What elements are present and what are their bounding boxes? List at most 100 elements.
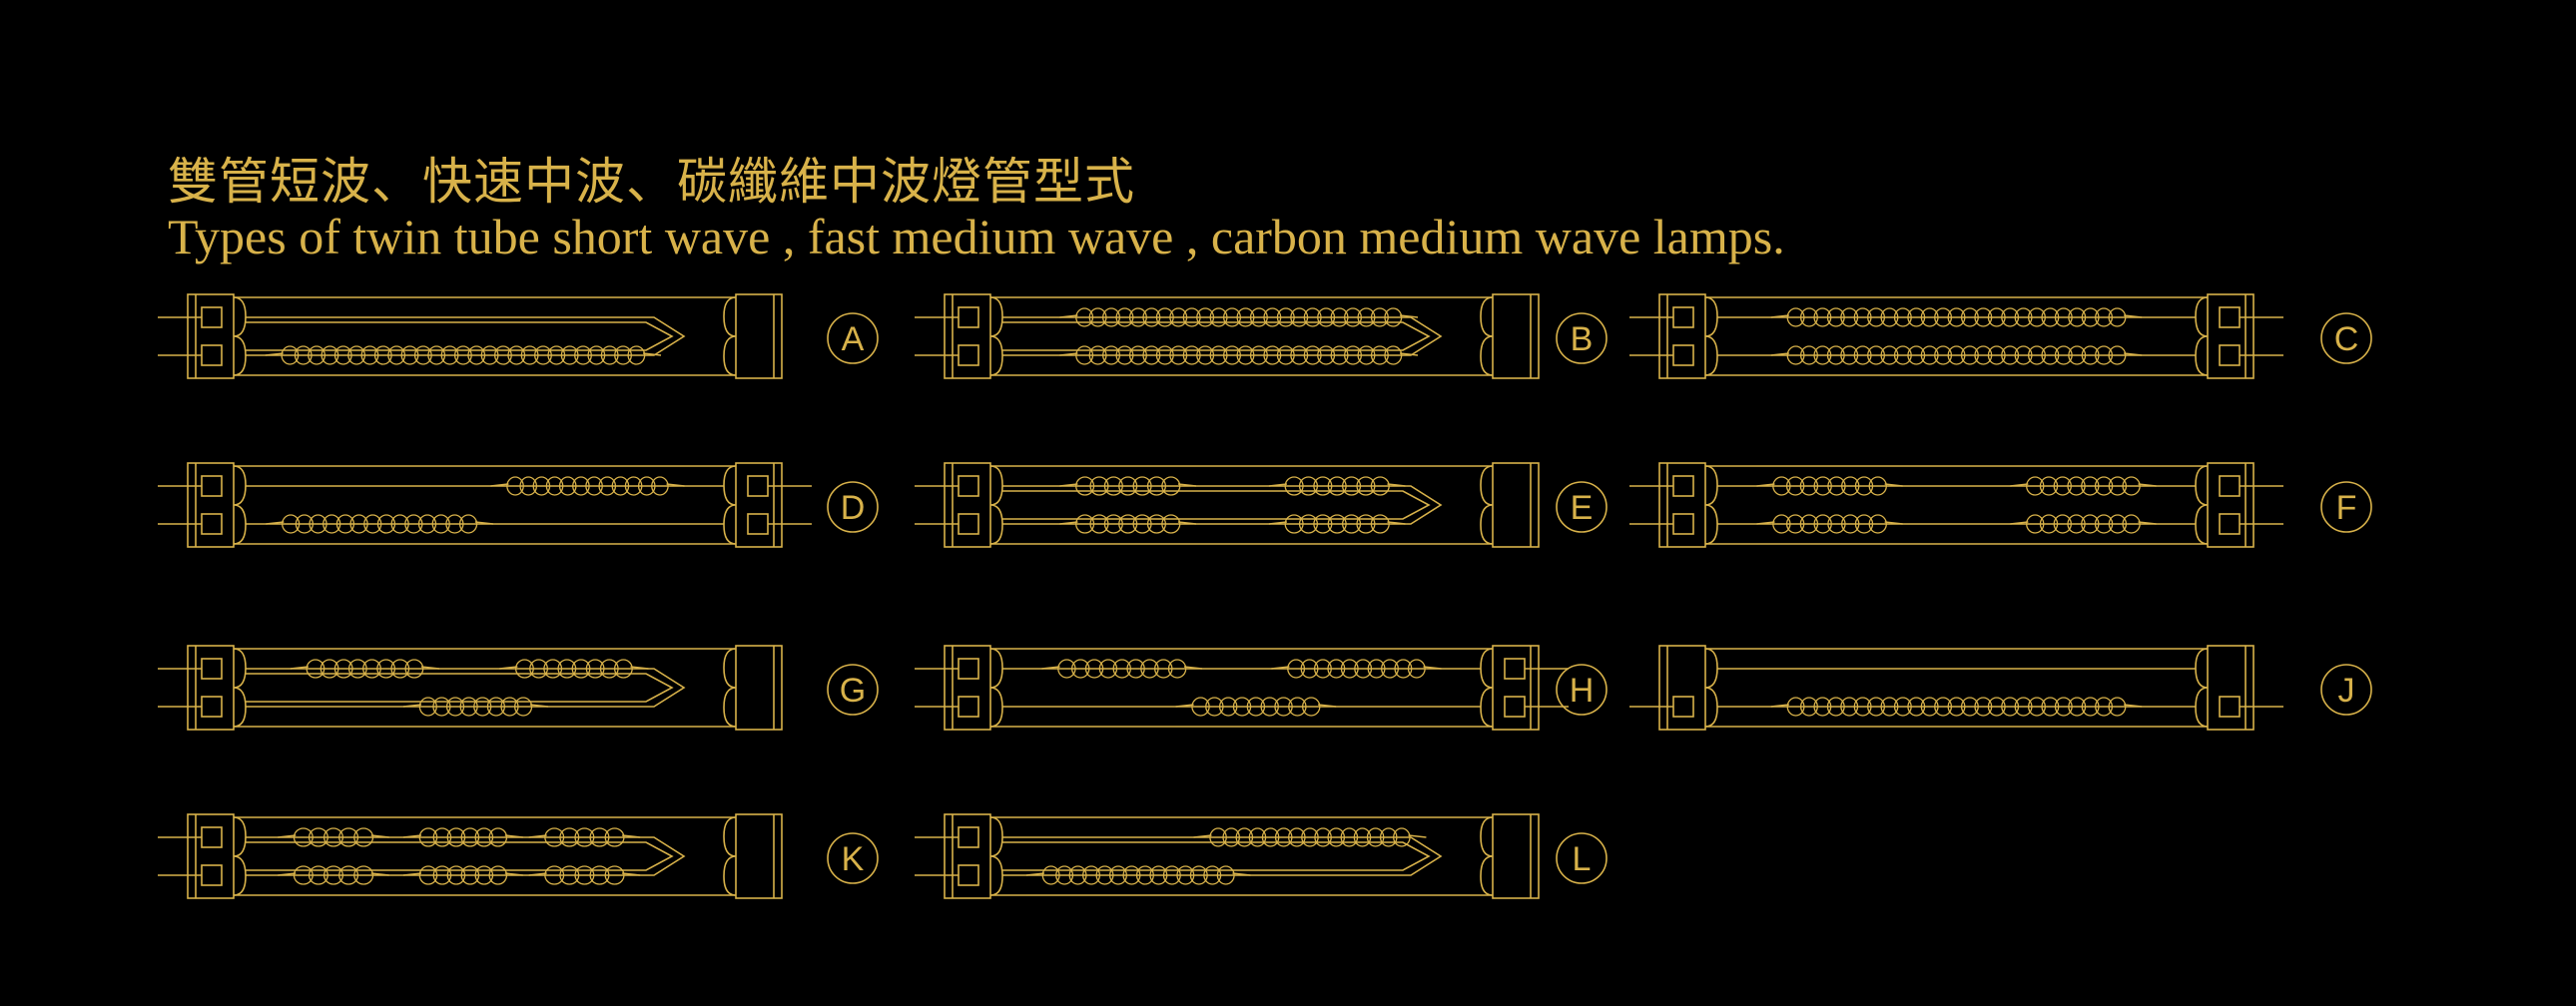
- terminal-block: [1504, 658, 1526, 680]
- coil-loop: [1868, 514, 1887, 534]
- coil-loop: [1853, 307, 1872, 327]
- terminal-block: [1672, 696, 1694, 718]
- coil-loop: [534, 345, 552, 365]
- coil-loop: [2054, 697, 2073, 717]
- coil-loop: [1284, 476, 1304, 496]
- coil-loop: [1379, 827, 1398, 847]
- coil-loop: [458, 514, 478, 534]
- coil-loop: [460, 865, 480, 885]
- coil-loop: [514, 697, 533, 717]
- coil-loop: [507, 345, 526, 365]
- coil-loop: [1276, 345, 1295, 365]
- coil-loop: [335, 514, 355, 534]
- coil-loop: [1813, 345, 1832, 365]
- coil-loop: [2108, 476, 2128, 496]
- coil-loop: [1880, 307, 1899, 327]
- coil-loop: [1799, 514, 1819, 534]
- coil-loop: [1071, 659, 1090, 679]
- lamp-label: L: [1573, 840, 1592, 878]
- coil-loop: [1947, 307, 1966, 327]
- terminal-block: [201, 864, 223, 886]
- coil-loop: [2108, 345, 2127, 365]
- coil-loop: [338, 827, 359, 847]
- right-pinch: [723, 296, 737, 376]
- coil-loop: [1298, 514, 1319, 534]
- coil-loop: [1800, 307, 1818, 327]
- coil-lead: [1059, 483, 1078, 487]
- coil-lead: [1175, 704, 1194, 708]
- coil-loop: [1799, 476, 1819, 496]
- coil-loop: [1068, 865, 1087, 885]
- coil-lead: [622, 872, 641, 876]
- coil-loop: [2039, 514, 2059, 534]
- coil-loop: [1340, 827, 1359, 847]
- coil-loop: [1235, 827, 1254, 847]
- coil-loop: [598, 476, 617, 496]
- coil-loop: [1095, 865, 1114, 885]
- coil-loop: [431, 514, 450, 534]
- filament-coil: [1268, 476, 1406, 496]
- coil-loop: [2068, 697, 2087, 717]
- coil-lead: [1399, 314, 1419, 318]
- terminal-block: [201, 696, 223, 718]
- coil-loop: [1920, 307, 1939, 327]
- filament-coil: [1756, 476, 1903, 496]
- coil-loop: [2081, 697, 2100, 717]
- coil-loop: [1330, 345, 1349, 365]
- coil-loop: [321, 345, 339, 365]
- coil-lead: [1271, 666, 1290, 670]
- filament-coil: [1268, 514, 1406, 534]
- right-end-cap: [1492, 462, 1540, 548]
- coil-loop: [373, 345, 392, 365]
- coil-loop: [363, 514, 382, 534]
- coil-loop: [1223, 345, 1241, 365]
- filament-coil: [278, 827, 389, 847]
- terminal-block: [2219, 513, 2241, 535]
- coil-loop: [1132, 476, 1152, 496]
- coil-lead: [1177, 521, 1197, 525]
- coil-loop: [1370, 345, 1389, 365]
- coil-lead: [622, 834, 641, 838]
- coil-loop: [1826, 697, 1845, 717]
- coil-loop: [1960, 697, 1979, 717]
- coil-loop: [404, 514, 423, 534]
- coil-loop: [1841, 476, 1860, 496]
- coil-loop: [559, 827, 580, 847]
- filament-coil: [402, 865, 523, 885]
- coil-loop: [1370, 307, 1389, 327]
- terminal-block: [1672, 513, 1694, 535]
- coil-loop: [1155, 345, 1174, 365]
- coil-loop: [2001, 697, 2020, 717]
- filament-loop-inner: [1002, 321, 1431, 351]
- coil-lead: [1059, 352, 1078, 356]
- left-pinch: [233, 465, 247, 545]
- coil-loop: [1854, 476, 1874, 496]
- coil-loop: [1288, 827, 1306, 847]
- lamp-e: E: [915, 462, 1608, 548]
- coil-loop: [574, 827, 595, 847]
- coil-lead: [1399, 352, 1419, 356]
- right-end-cap: [735, 813, 783, 899]
- filament-coil: [265, 345, 662, 365]
- label-circle: [1556, 481, 1608, 533]
- coil-loop: [349, 514, 368, 534]
- coil-lead: [504, 872, 523, 876]
- title-english: Types of twin tube short wave , fast med…: [168, 209, 1785, 264]
- coil-loop: [474, 865, 494, 885]
- coil-loop: [604, 827, 625, 847]
- lamp-label: G: [840, 672, 866, 710]
- coil-loop: [480, 345, 499, 365]
- coil-lead: [2010, 521, 2029, 525]
- coil-loop: [1357, 345, 1376, 365]
- lamp-k: K: [158, 813, 879, 899]
- coil-loop: [413, 345, 432, 365]
- coil-loop: [1303, 345, 1322, 365]
- coil-loop: [1840, 307, 1859, 327]
- coil-loop: [362, 659, 381, 679]
- coil-loop: [557, 659, 577, 679]
- coil-loop: [2014, 697, 2033, 717]
- coil-loop: [1813, 476, 1832, 496]
- terminal-block: [2219, 306, 2241, 328]
- coil-loop: [624, 476, 643, 496]
- coil-loop: [1057, 659, 1076, 679]
